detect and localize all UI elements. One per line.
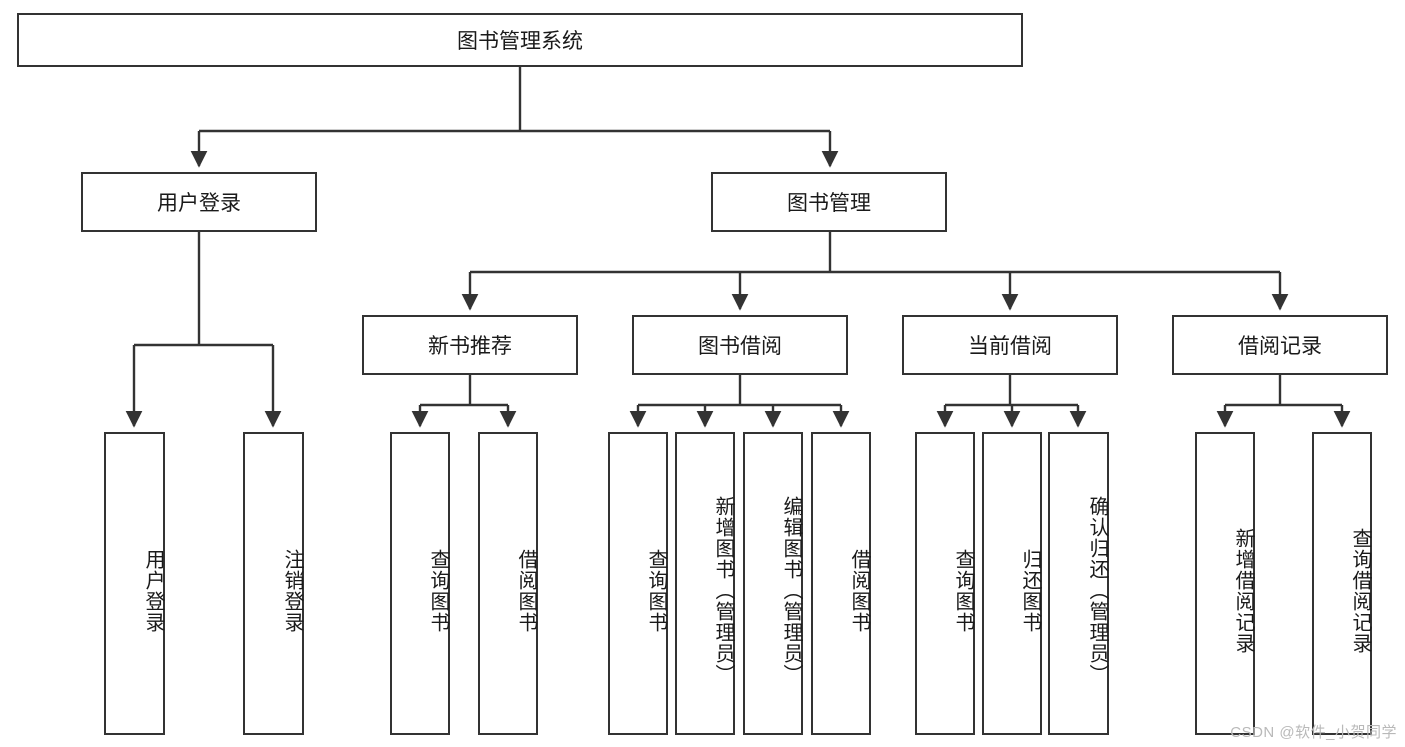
node-borrow-record-label: 借阅记录 (1238, 335, 1322, 358)
leaf-logout[interactable]: 注销登录 (243, 432, 304, 735)
leaf-add-borrow-record[interactable]: 新增借阅记录 (1195, 432, 1255, 735)
leaf-query-book-borrow[interactable]: 查询图书 (608, 432, 668, 735)
leaf-query-book-current-label: 查询图书 (952, 548, 974, 633)
leaf-user-login[interactable]: 用户登录 (104, 432, 165, 735)
csdn-watermark: CSDN @软件_小贺同学 (1230, 724, 1397, 741)
leaf-edit-book-admin[interactable]: 编辑图书（管理员） (743, 432, 803, 735)
node-user-login[interactable]: 用户登录 (81, 172, 317, 232)
leaf-borrow-book-newbook[interactable]: 借阅图书 (478, 432, 538, 735)
node-user-login-label: 用户登录 (157, 192, 241, 215)
leaf-add-borrow-record-label: 新增借阅记录 (1232, 527, 1254, 654)
leaf-borrow-book-newbook-label: 借阅图书 (515, 548, 537, 633)
leaf-confirm-return-admin[interactable]: 确认归还（管理员） (1048, 432, 1109, 735)
leaf-lend-book-label: 借阅图书 (848, 548, 870, 633)
leaf-query-book-current[interactable]: 查询图书 (915, 432, 975, 735)
node-root-label: 图书管理系统 (457, 30, 583, 53)
leaf-return-book-label: 归还图书 (1019, 548, 1041, 633)
leaf-query-borrow-record[interactable]: 查询借阅记录 (1312, 432, 1372, 735)
leaf-logout-label: 注销登录 (281, 548, 303, 633)
node-current-borrow-label: 当前借阅 (968, 335, 1052, 358)
leaf-query-book-newbook[interactable]: 查询图书 (390, 432, 450, 735)
node-book-management-label: 图书管理 (787, 192, 871, 215)
leaf-user-login-label: 用户登录 (142, 548, 164, 633)
node-book-borrow-label: 图书借阅 (698, 335, 782, 358)
leaf-query-borrow-record-label: 查询借阅记录 (1349, 527, 1371, 654)
leaf-lend-book[interactable]: 借阅图书 (811, 432, 871, 735)
leaf-confirm-return-admin-label: 确认归还（管理员） (1086, 496, 1108, 685)
node-book-borrow[interactable]: 图书借阅 (632, 315, 848, 375)
node-borrow-record[interactable]: 借阅记录 (1172, 315, 1388, 375)
leaf-return-book[interactable]: 归还图书 (982, 432, 1042, 735)
leaf-add-book-admin[interactable]: 新增图书（管理员） (675, 432, 735, 735)
leaf-edit-book-admin-label: 编辑图书（管理员） (780, 496, 802, 685)
leaf-query-book-newbook-label: 查询图书 (427, 548, 449, 633)
leaf-query-book-borrow-label: 查询图书 (645, 548, 667, 633)
node-new-book-recommend-label: 新书推荐 (428, 335, 512, 358)
node-root[interactable]: 图书管理系统 (17, 13, 1023, 67)
node-book-management[interactable]: 图书管理 (711, 172, 947, 232)
leaf-add-book-admin-label: 新增图书（管理员） (712, 496, 734, 685)
node-new-book-recommend[interactable]: 新书推荐 (362, 315, 578, 375)
node-current-borrow[interactable]: 当前借阅 (902, 315, 1118, 375)
